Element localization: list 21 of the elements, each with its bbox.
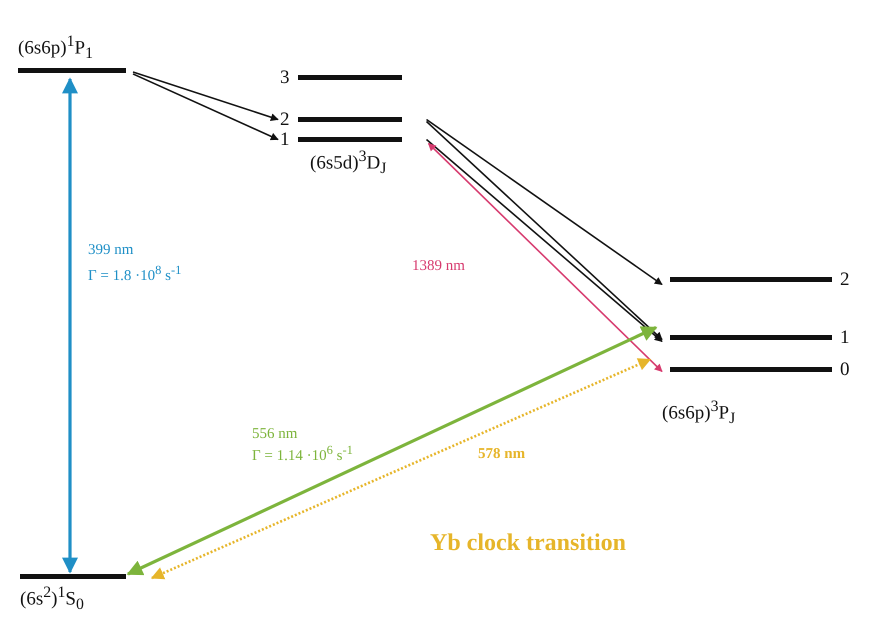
- quantum-number: 2: [840, 270, 850, 289]
- quantum-number: 0: [840, 360, 850, 379]
- transition-arrow: [132, 73, 279, 140]
- state-label: (6s5d)$^{3}$D$_{J}$: [310, 148, 386, 178]
- decay-rate-label: Γ = 1.14 ·10$^{6}$ s$^{-1}$: [252, 444, 353, 464]
- quantum-number: 2: [280, 110, 290, 129]
- decay-rate-label: Γ = 1.8 ·10$^{8}$ s$^{-1}$: [88, 264, 182, 284]
- energy-level: [18, 34, 126, 73]
- transition-arrow: [426, 118, 663, 286]
- quantum-number: 1: [280, 130, 290, 149]
- transition-name: Yb clock transition: [430, 530, 626, 556]
- state-label: (6s6p)$^{3}$P$_{J}$: [662, 398, 736, 428]
- quantum-number: 3: [280, 68, 290, 87]
- quantum-number: 1: [840, 328, 850, 347]
- state-label: (6s$^{2}$)$^{1}$S$_{0}$: [20, 585, 84, 613]
- transition-arrow: [150, 358, 652, 580]
- transition-arrow: [428, 142, 663, 372]
- transition-arrow: [126, 326, 658, 576]
- transition-arrow: [132, 71, 279, 122]
- state-label: (6s6p)$^{1}$P$_{1}$: [18, 34, 93, 62]
- transition-arrow: [62, 77, 78, 574]
